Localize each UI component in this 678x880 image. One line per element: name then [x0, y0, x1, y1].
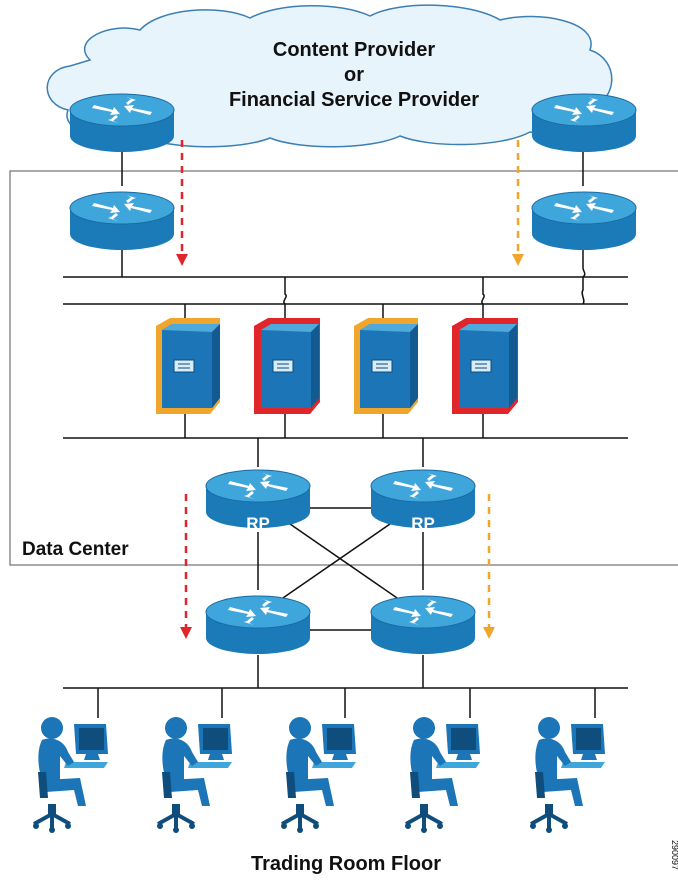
router-icon [69, 93, 175, 153]
router-icon [69, 191, 175, 251]
server-icon [354, 318, 419, 414]
trader-workstation-icon [155, 715, 234, 835]
figure-id: 290097 [670, 840, 678, 870]
cloud-label-line-2: or [344, 64, 364, 86]
router-icon [531, 191, 637, 251]
router-icon [370, 595, 476, 655]
trader-workstation-icon [31, 715, 110, 835]
server-icon [156, 318, 221, 414]
cloud-label-line-1: Content Provider [273, 39, 435, 61]
trader-workstation-icon [279, 715, 358, 835]
cloud-label-line-3: Financial Service Provider [229, 89, 479, 111]
router-icon [205, 595, 311, 655]
trader-workstation-icon [528, 715, 607, 835]
data-center-boundary [9, 170, 678, 566]
router-icon [531, 93, 637, 153]
data-center-label: Data Center [22, 539, 129, 560]
rp-label-right: RP [411, 514, 435, 533]
floor-label: Trading Room Floor [251, 853, 441, 875]
server-icon [254, 318, 320, 414]
rp-label-left: RP [246, 514, 270, 533]
trader-workstation-icon [403, 715, 482, 835]
server-icon [452, 318, 518, 414]
